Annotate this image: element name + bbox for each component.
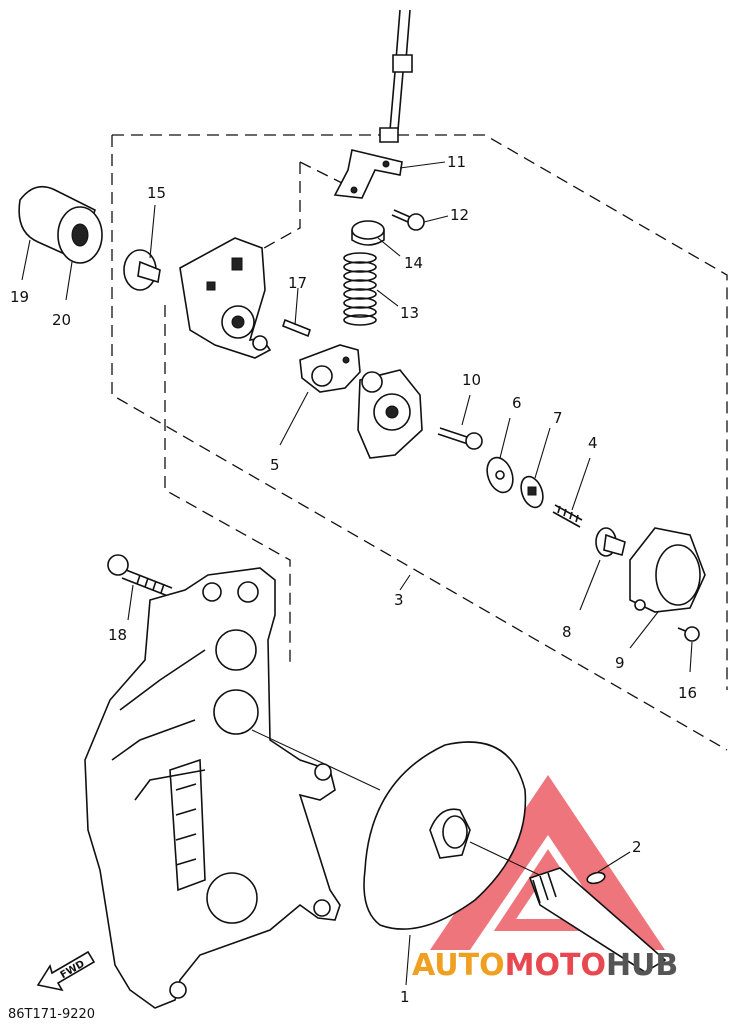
callout-20: 20	[52, 311, 71, 329]
callout-15: 15	[147, 184, 166, 202]
callout-17: 17	[288, 274, 307, 292]
callout-16: 16	[678, 684, 697, 702]
watermark-hub: HUB	[606, 948, 678, 983]
leader-lines	[21, 161, 693, 986]
svg-text:AUTOMOTOHUB: AUTOMOTOHUB	[412, 948, 678, 983]
bushings-part-19-20	[18, 185, 103, 264]
bracket-part-11	[333, 149, 403, 199]
callout-3: 3	[394, 591, 404, 609]
callout-12: 12	[450, 206, 469, 224]
housing-block	[179, 237, 272, 359]
engine-case	[84, 567, 381, 1009]
bolt-part-18	[107, 554, 173, 597]
spring-part-13	[343, 252, 377, 326]
assembly-boundary	[111, 134, 728, 751]
spring-part-4	[552, 504, 583, 528]
screw-part-16	[677, 626, 700, 642]
watermark-text: AUTOMOTOHUB	[412, 948, 678, 983]
fwd-arrow-icon: FWD	[36, 950, 96, 992]
plate-part-10	[357, 369, 423, 459]
callout-19: 19	[10, 288, 29, 306]
bolt-part-12	[391, 209, 425, 231]
callout-6: 6	[512, 394, 522, 412]
washer-part-6	[486, 456, 514, 494]
callout-14: 14	[404, 254, 423, 272]
callout-labels: 1 2 3 4 5 6 7 8 9 10 11 12 13 14 15 16 1…	[10, 153, 697, 1006]
watermark-auto: AUTO	[412, 948, 505, 983]
callout-8: 8	[562, 623, 572, 641]
cam-part-5	[299, 344, 361, 393]
cap-part-14	[351, 220, 385, 246]
callout-18: 18	[108, 626, 127, 644]
callout-11: 11	[447, 153, 466, 171]
clip-part-7	[520, 475, 544, 509]
callout-9: 9	[615, 654, 625, 672]
plunger-part-8	[595, 527, 626, 557]
callout-2: 2	[632, 838, 642, 856]
pin-part-17	[282, 318, 311, 338]
callout-4: 4	[588, 434, 598, 452]
callout-5: 5	[270, 456, 280, 474]
callout-10: 10	[462, 371, 481, 389]
cover-part-9	[629, 527, 706, 613]
part-code: 86T171-9220	[8, 1007, 95, 1022]
bolt-part-10	[437, 427, 483, 450]
watermark-moto: MOTO	[505, 948, 606, 983]
callout-1: 1	[400, 988, 410, 1006]
callout-7: 7	[553, 409, 563, 427]
callout-13: 13	[400, 304, 419, 322]
sheave-part-1	[363, 741, 527, 930]
washer-part-15	[123, 249, 161, 291]
shaft-part-2	[469, 841, 667, 973]
cable-rod	[379, 9, 413, 143]
